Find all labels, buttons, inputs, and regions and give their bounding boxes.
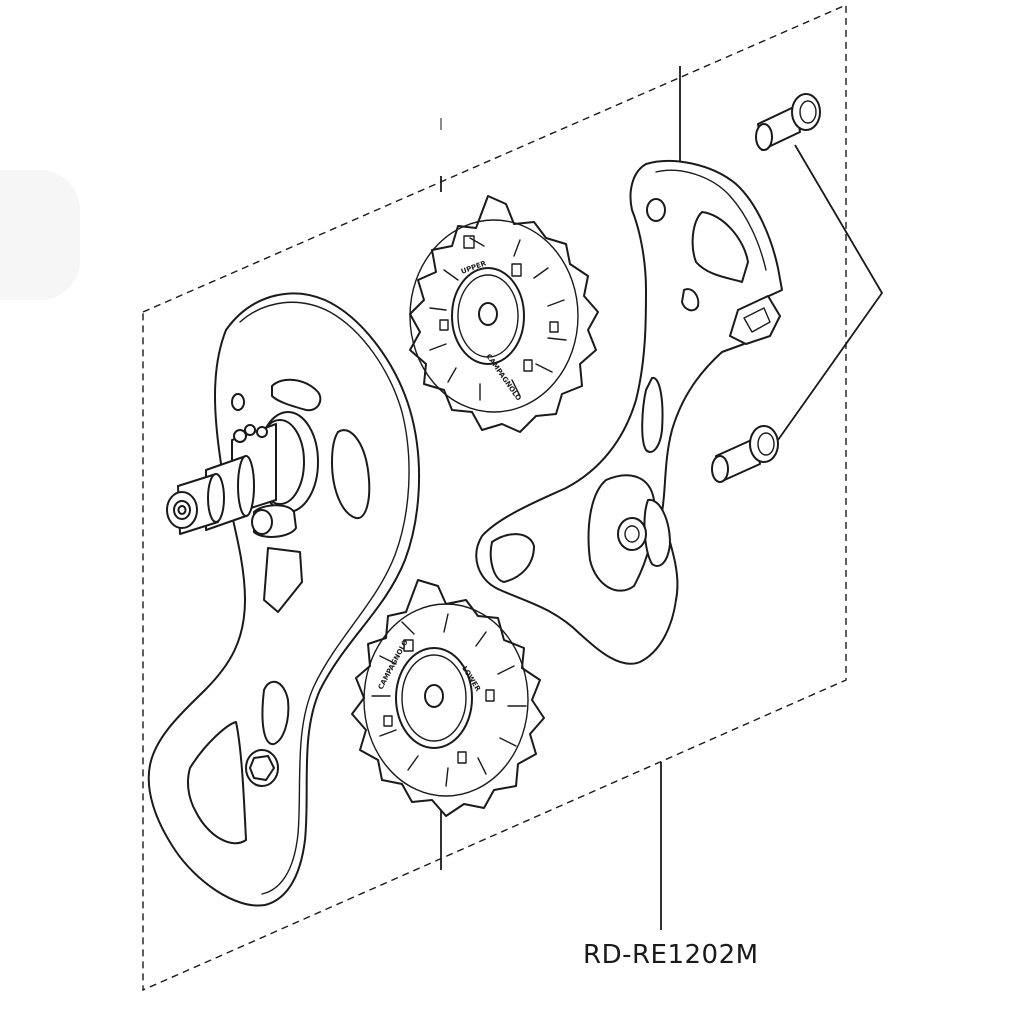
part-number-label: RD-RE1202M — [583, 940, 759, 970]
background-shape — [0, 170, 80, 300]
upper-pulley-icon: UPPER CAMPAGNOLO — [409, 195, 599, 433]
outer-cage-plate-icon — [147, 292, 421, 907]
leader-lines — [440, 66, 884, 930]
assembly-boundary — [142, 3, 847, 992]
inner-cage-plate-icon — [475, 160, 783, 665]
lower-pulley-icon: CAMPAGNOLO LOWER — [351, 579, 545, 817]
cage-screw-icon-lower — [711, 425, 779, 483]
cage-screw-icon — [755, 93, 821, 151]
